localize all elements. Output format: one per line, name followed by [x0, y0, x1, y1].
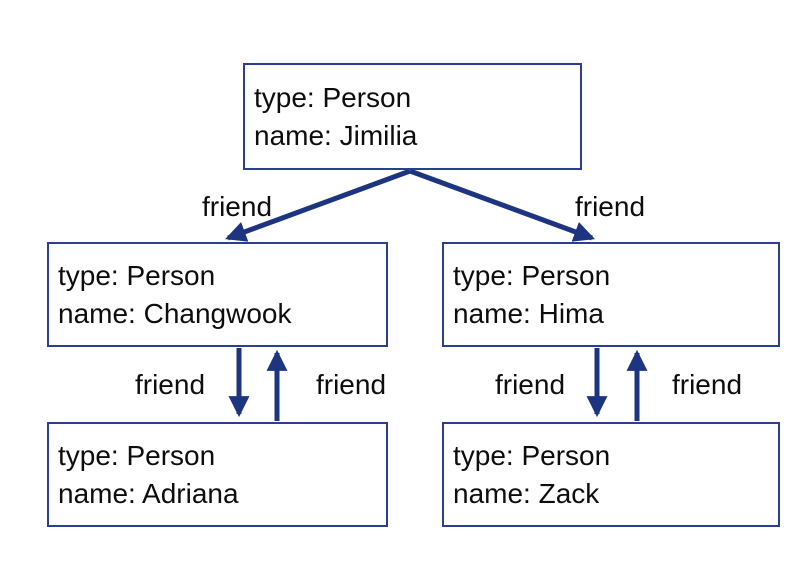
- node-type-line: type: Person: [254, 81, 412, 113]
- edge-label-changwook-adriana: friend: [134, 369, 206, 400]
- node-changwook: type: Person name: Changwook: [47, 242, 388, 347]
- node-hima: type: Person name: Hima: [442, 242, 780, 347]
- node-name-line: name: Jimilia: [254, 119, 418, 151]
- node-zack: type: Person name: Zack: [442, 422, 780, 527]
- edge-label-jimilia-hima: friend: [574, 191, 646, 222]
- edge-jimilia-changwook-arrow: [225, 168, 411, 242]
- node-type-line: type: Person: [58, 259, 216, 291]
- node-name-line: name: Adriana: [58, 477, 239, 509]
- node-type-line: type: Person: [453, 439, 611, 471]
- node-name-line: name: Zack: [453, 477, 600, 509]
- node-type-line: type: Person: [58, 439, 216, 471]
- node-jimilia: type: Person name: Jimilia: [243, 63, 582, 170]
- edge-label-jimilia-changwook: friend: [201, 191, 273, 222]
- node-adriana: type: Person name: Adriana: [47, 422, 388, 527]
- node-type-line: type: Person: [453, 259, 611, 291]
- node-name-line: name: Changwook: [58, 297, 292, 329]
- edge-label-adriana-changwook: friend: [315, 369, 387, 400]
- edge-label-zack-hima: friend: [671, 369, 743, 400]
- node-name-line: name: Hima: [453, 297, 604, 329]
- edge-jimilia-hima-arrow: [409, 168, 595, 242]
- edge-label-hima-zack: friend: [494, 369, 566, 400]
